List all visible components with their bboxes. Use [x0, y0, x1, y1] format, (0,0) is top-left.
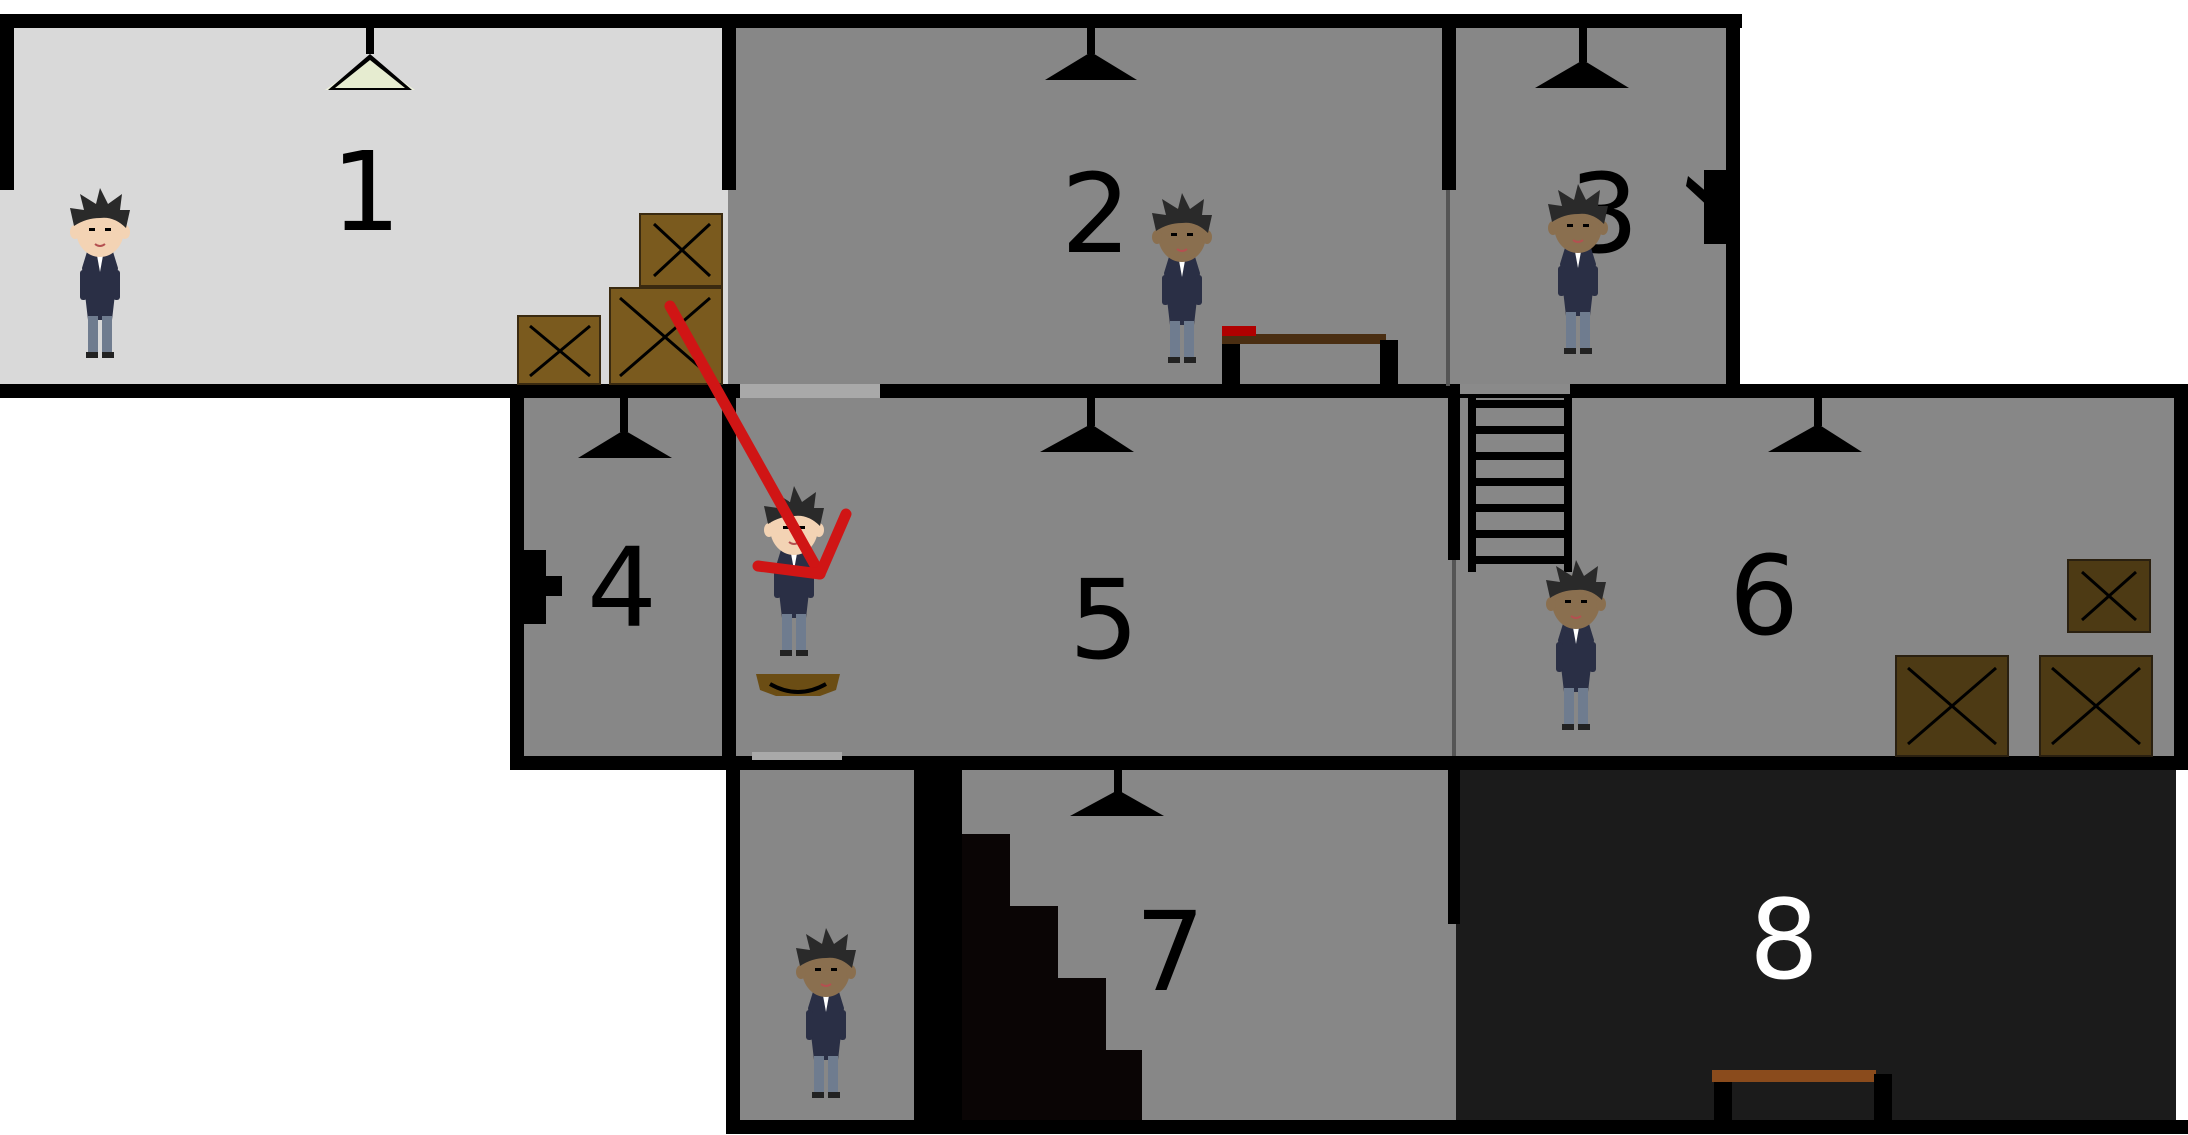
character-room-1[interactable] [70, 188, 130, 358]
lamp-icon[interactable] [1045, 28, 1137, 80]
ladder[interactable] [1468, 394, 1572, 572]
light-switch-icon[interactable] [1686, 170, 1728, 244]
hatch-room1-room5[interactable] [740, 384, 880, 398]
crate[interactable] [2039, 655, 2153, 757]
crate[interactable] [2067, 559, 2151, 633]
room-number-6: 6 [1729, 532, 1799, 660]
room-number-8: 8 [1749, 876, 1819, 1004]
hatch-room5-room7[interactable] [752, 752, 842, 760]
character-room-6[interactable] [1546, 560, 1606, 730]
light-switch-icon[interactable] [524, 550, 562, 624]
lamp-icon[interactable] [1535, 28, 1629, 88]
lamp-icon[interactable] [328, 28, 412, 90]
crates-room-6 [1895, 559, 2153, 757]
character-room-7[interactable] [796, 928, 856, 1098]
lamp-icon[interactable] [578, 398, 672, 458]
lamp-icon[interactable] [1768, 398, 1862, 452]
staircase[interactable] [914, 770, 1142, 1120]
room-number-7: 7 [1135, 888, 1205, 1016]
room-number-5: 5 [1069, 556, 1139, 684]
room-numbers: 1 2 3 4 5 6 7 8 [331, 128, 1819, 1016]
room-number-2: 2 [1061, 150, 1131, 278]
crates-room-1 [517, 213, 723, 385]
crate[interactable] [517, 315, 601, 385]
lamp-icon[interactable] [1040, 398, 1134, 452]
crate[interactable] [639, 213, 723, 287]
room-8[interactable] [1456, 764, 2176, 1122]
bench[interactable] [1712, 1070, 1892, 1122]
room-5[interactable] [728, 392, 1456, 762]
room-number-1: 1 [331, 128, 401, 256]
move-arrow [664, 300, 852, 580]
room-number-4: 4 [587, 524, 657, 652]
ceiling-lamps [328, 28, 1862, 816]
character-room-3[interactable] [1548, 184, 1608, 354]
crate[interactable] [1895, 655, 2009, 757]
walls [0, 14, 2188, 1134]
bed[interactable] [1222, 326, 1398, 386]
crate[interactable] [609, 287, 723, 385]
room-2[interactable] [728, 20, 1448, 390]
lamp-icon[interactable] [1070, 770, 1164, 816]
character-room-2[interactable] [1152, 193, 1212, 363]
trapdoor-platform[interactable] [756, 674, 840, 696]
